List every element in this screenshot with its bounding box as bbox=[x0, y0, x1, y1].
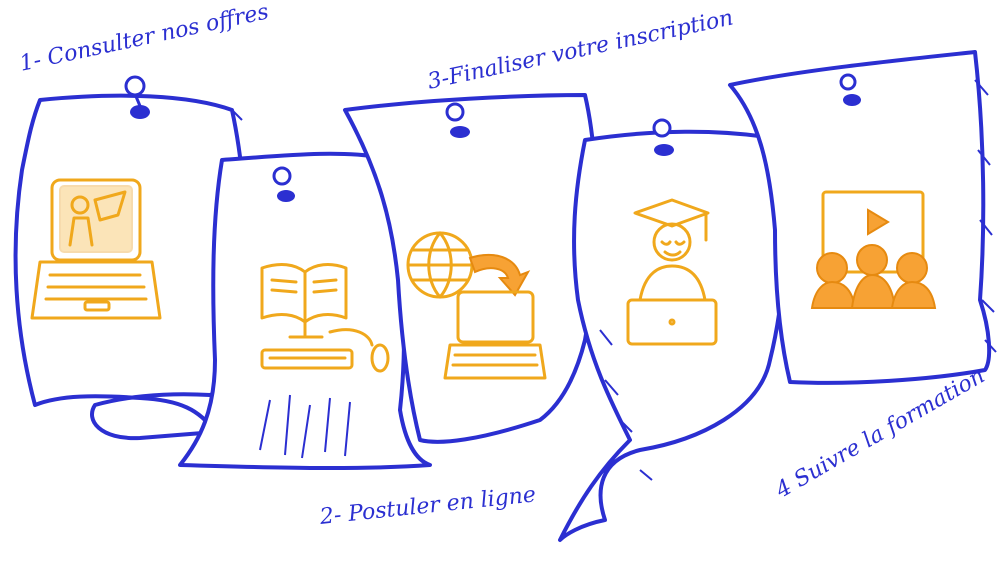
sheet-4 bbox=[558, 129, 789, 542]
book-computer-icon bbox=[260, 263, 390, 373]
pin-2 bbox=[272, 166, 295, 202]
pin-3 bbox=[445, 102, 470, 138]
graduate-laptop-icon bbox=[626, 198, 718, 346]
laptop-student-icon bbox=[30, 178, 162, 320]
pin-4 bbox=[652, 118, 674, 156]
pin-1 bbox=[124, 75, 150, 119]
globe-laptop-icon bbox=[406, 231, 547, 380]
pin-5 bbox=[839, 73, 861, 106]
video-class-icon bbox=[810, 190, 937, 309]
